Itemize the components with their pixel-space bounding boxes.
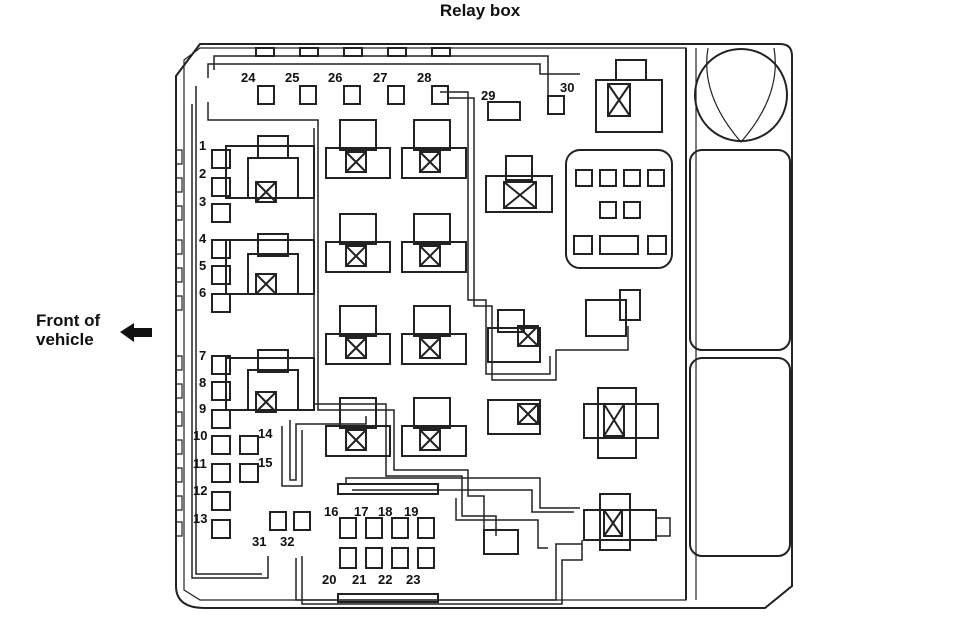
- front-of-vehicle-label: Front of vehicle: [36, 311, 100, 349]
- num-31: 31: [252, 534, 266, 549]
- num-16: 16: [324, 504, 338, 519]
- wiring-traces: [191, 55, 671, 605]
- top-fuse-row: [255, 47, 565, 121]
- num-13: 13: [193, 511, 207, 526]
- right-compartment-2: [689, 357, 791, 557]
- num-8: 8: [199, 375, 206, 390]
- num-11: 11: [193, 456, 207, 471]
- diagram-title: Relay box: [439, 1, 521, 20]
- num-28: 28: [417, 70, 431, 85]
- num-14: 14: [258, 426, 273, 441]
- num-32: 32: [280, 534, 294, 549]
- num-22: 22: [378, 572, 392, 587]
- num-10: 10: [193, 428, 207, 443]
- num-5: 5: [199, 258, 206, 273]
- left-relay-2: [225, 233, 315, 295]
- num-20: 20: [322, 572, 336, 587]
- center-relays: [325, 119, 467, 457]
- num-1: 1: [199, 138, 206, 153]
- num-30: 30: [560, 80, 574, 95]
- front-label-line2: vehicle: [36, 330, 94, 349]
- num-27: 27: [373, 70, 387, 85]
- num-15: 15: [258, 455, 272, 470]
- num-24: 24: [241, 70, 256, 85]
- round-socket: [694, 48, 788, 142]
- right-relays: [483, 59, 663, 555]
- num-23: 23: [406, 572, 420, 587]
- num-25: 25: [285, 70, 299, 85]
- bottom-fuse-rows: [269, 483, 439, 603]
- right-compartment-1: [689, 149, 791, 351]
- fuse-block: [565, 149, 673, 269]
- num-17: 17: [354, 504, 368, 519]
- num-3: 3: [199, 194, 206, 209]
- housing-outline: [175, 43, 793, 609]
- num-7: 7: [199, 348, 206, 363]
- arrow-left-icon: [120, 323, 152, 342]
- num-26: 26: [328, 70, 342, 85]
- front-label-line1: Front of: [36, 311, 101, 330]
- num-4: 4: [199, 231, 207, 246]
- left-relay-1: [225, 135, 315, 203]
- num-21: 21: [352, 572, 366, 587]
- num-18: 18: [378, 504, 392, 519]
- num-29: 29: [481, 88, 495, 103]
- left-fuse-column: [211, 149, 259, 539]
- num-6: 6: [199, 285, 206, 300]
- fuse-numbers: 1 2 3 4 5 6 7 8 9 10 11 12 13 14 15 16 1…: [193, 70, 574, 587]
- num-2: 2: [199, 166, 206, 181]
- num-9: 9: [199, 401, 206, 416]
- num-19: 19: [404, 504, 418, 519]
- left-relay-3: [225, 349, 315, 413]
- num-12: 12: [193, 483, 207, 498]
